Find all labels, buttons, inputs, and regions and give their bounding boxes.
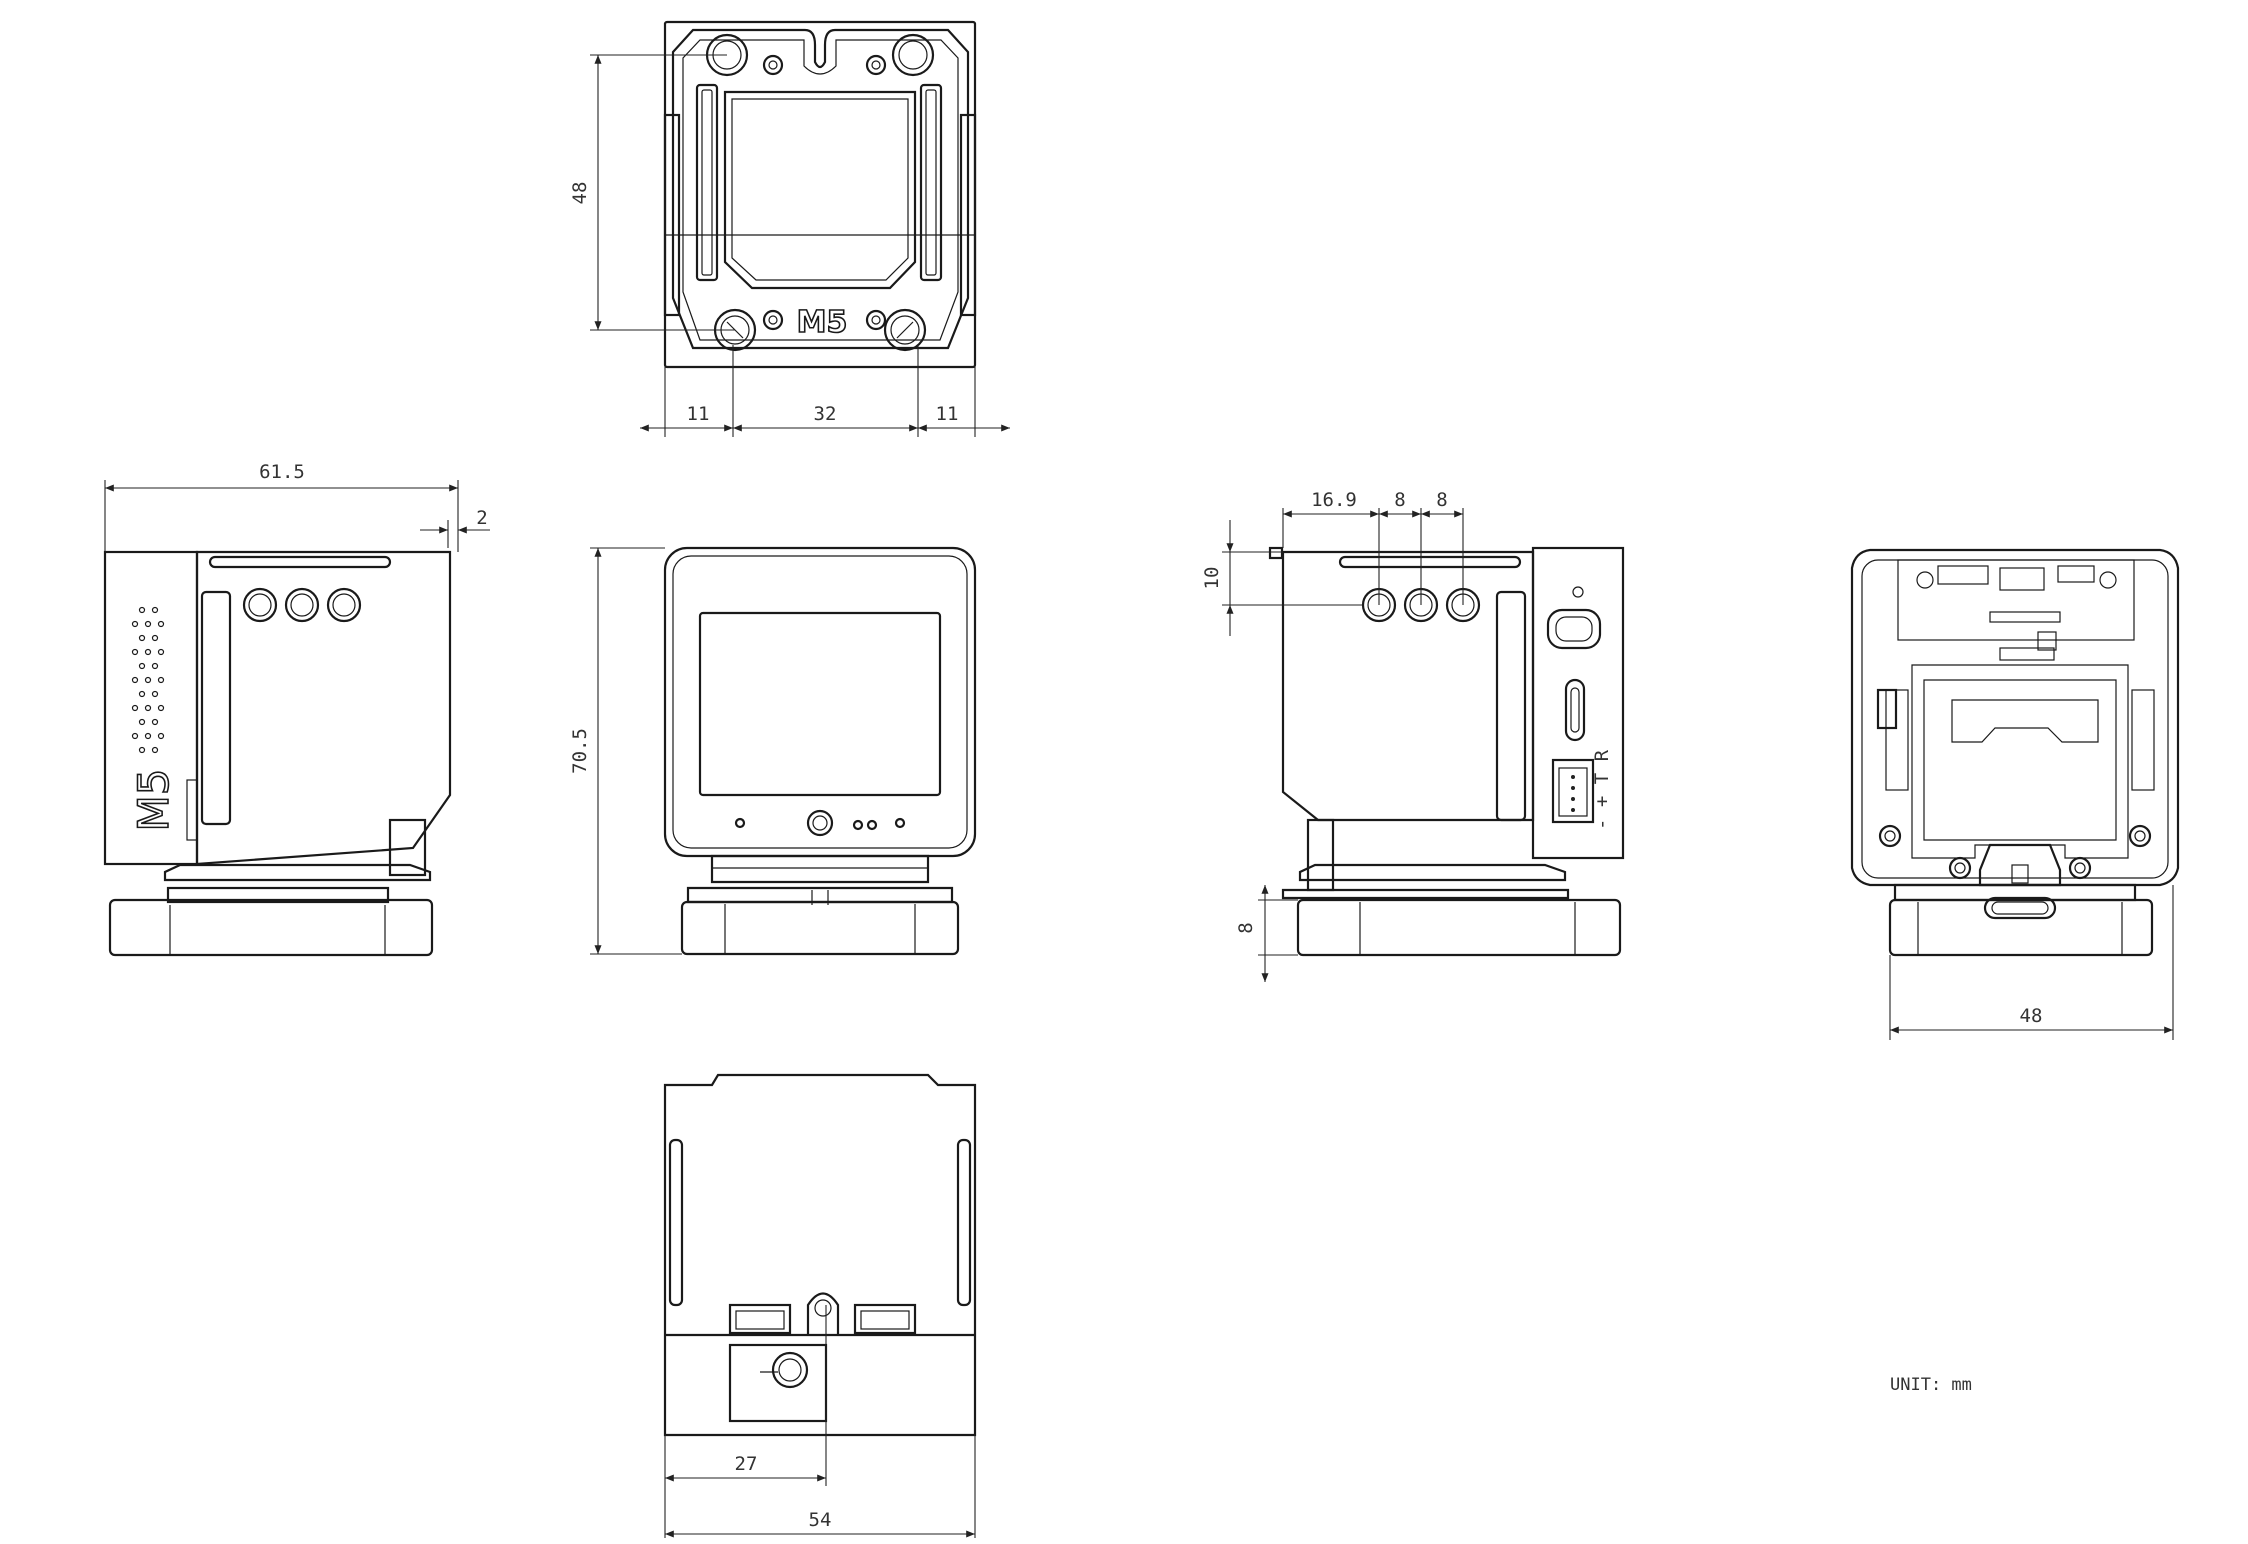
units-label: UNIT: mm <box>1890 1375 1972 1395</box>
dim-top-height: 48 <box>569 182 591 205</box>
dim-bottom-width: 54 <box>809 1509 832 1531</box>
top-logo: M5 <box>797 305 848 340</box>
dim-top-right: 11 <box>936 403 959 425</box>
dim-right-top-h: 10 <box>1201 567 1223 590</box>
left-side-view: M5 61.5 2 <box>103 461 490 957</box>
bottom-view: 27 54 <box>663 1073 977 1538</box>
dim-side-width: 61.5 <box>259 461 305 483</box>
port-label: - + T R <box>1591 749 1613 830</box>
dim-right-x1: 16.9 <box>1311 489 1357 511</box>
side-logo: M5 <box>129 769 178 832</box>
dim-rear-width: 48 <box>2020 1005 2043 1027</box>
dim-top-middle: 32 <box>814 403 837 425</box>
dim-bottom-offset: 27 <box>735 1453 758 1475</box>
top-view: M5 48 11 32 11 <box>569 20 1010 437</box>
dim-front-height: 70.5 <box>569 728 591 774</box>
dim-right-x2: 8 <box>1394 489 1405 511</box>
right-side-view: - + T R 16.9 8 8 10 8 <box>1201 489 1625 982</box>
dim-top-left: 11 <box>687 403 710 425</box>
dim-right-base-h: 8 <box>1235 922 1257 933</box>
rear-view: 48 <box>1850 548 2180 1040</box>
dim-side-offset: 2 <box>476 507 487 529</box>
dim-right-x3: 8 <box>1436 489 1447 511</box>
front-view: 70.5 <box>569 546 977 956</box>
